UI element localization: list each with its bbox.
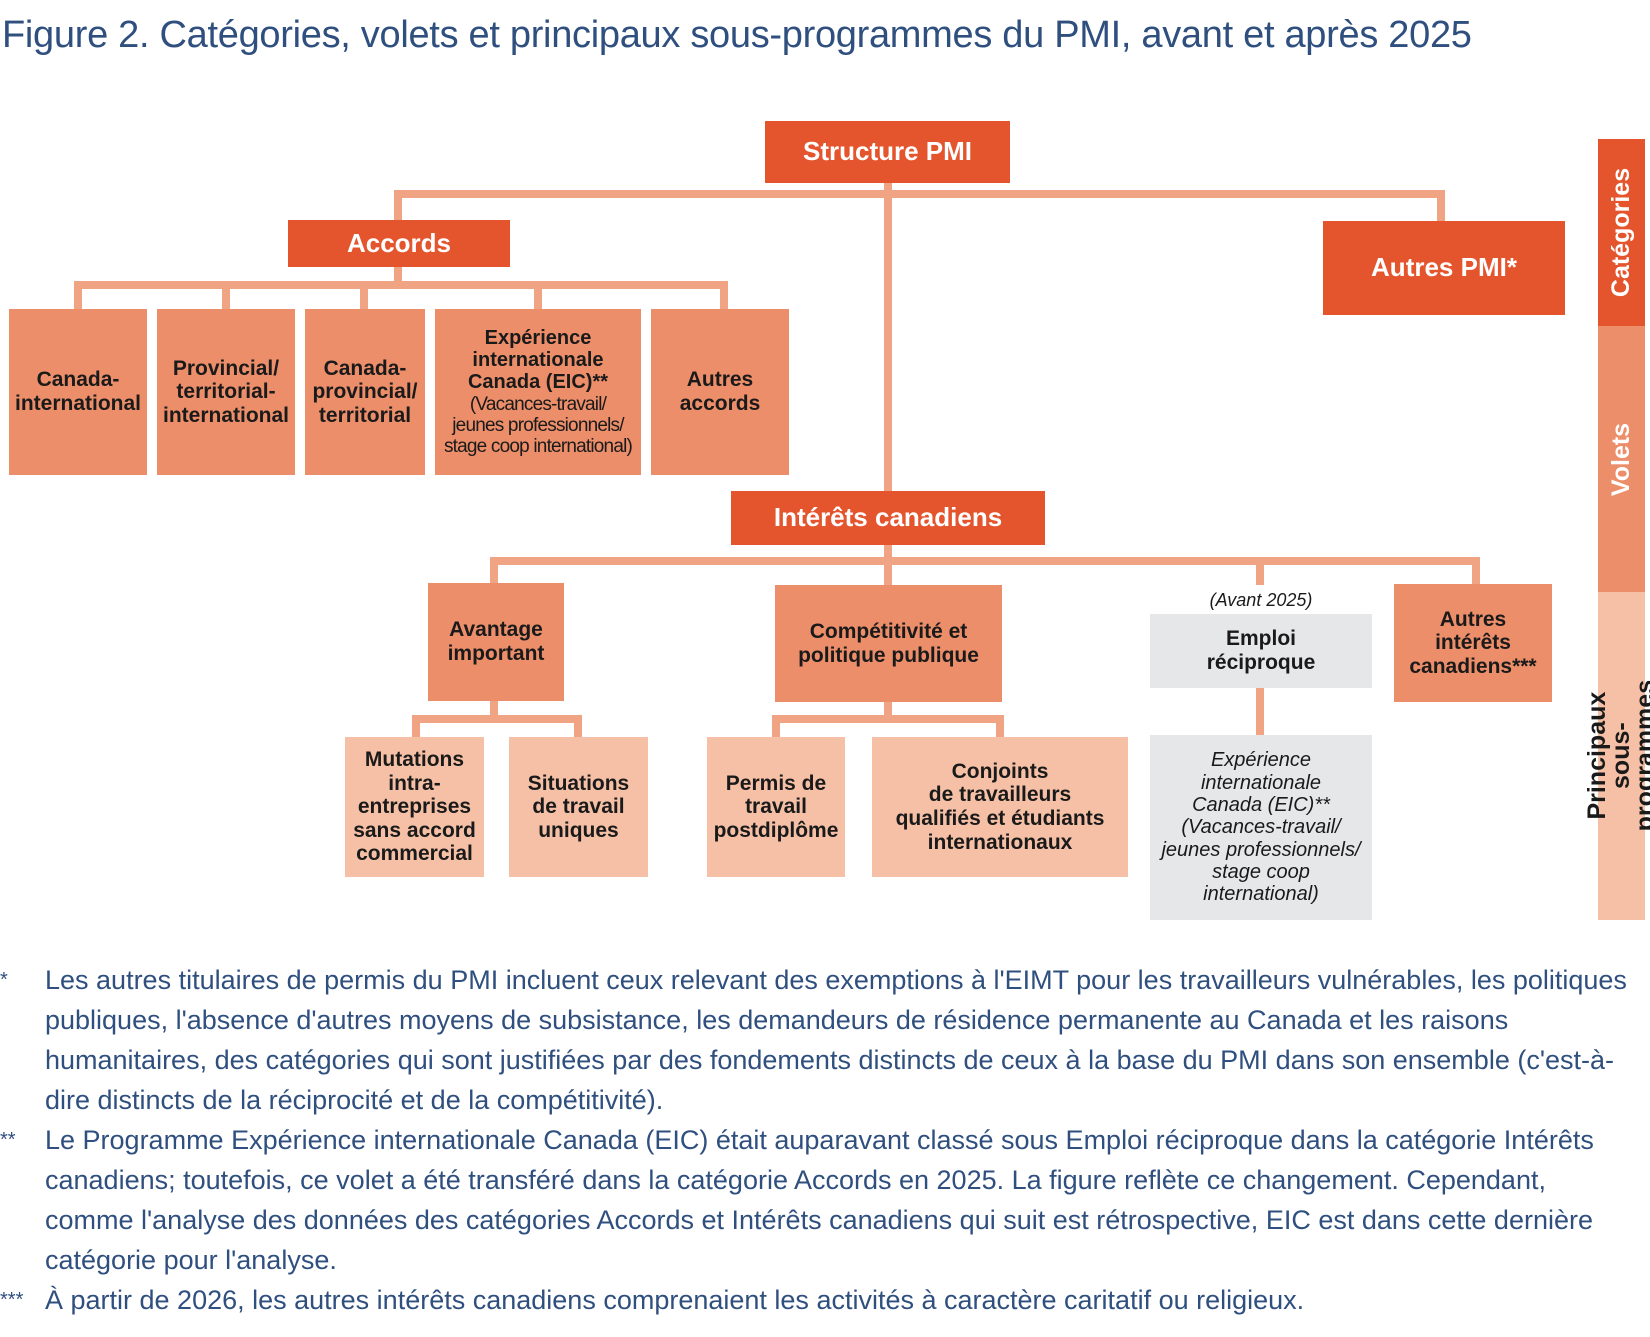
connector bbox=[394, 190, 402, 222]
volet-label: Canada- provincial/ territorial bbox=[312, 356, 418, 427]
figure-title: Figure 2. Catégories, volets et principa… bbox=[2, 14, 1472, 56]
category-accords: Accords bbox=[288, 220, 510, 267]
volet-provincial-territorial-international: Provincial/ territorial- international bbox=[157, 309, 295, 475]
connector bbox=[74, 281, 82, 311]
connector bbox=[1437, 190, 1445, 222]
volet-label: Autres accords bbox=[679, 368, 761, 415]
sp-permis-postdiplome: Permis de travail postdiplôme bbox=[707, 737, 845, 877]
sp-eic-avant-2025: Expérience internationale Canada (EIC)**… bbox=[1150, 735, 1372, 920]
connector bbox=[996, 715, 1004, 737]
volet-autres-interets: Autres intérêts canadiens*** bbox=[1394, 584, 1552, 702]
footnote-mark: ** bbox=[0, 1129, 16, 1151]
volet-avantage-important: Avantage important bbox=[428, 583, 564, 701]
connector bbox=[772, 715, 1004, 723]
footnote-text: Les autres titulaires de permis du PMI i… bbox=[45, 965, 1627, 1115]
volet-emploi-reciproque: Emploi réciproque bbox=[1150, 614, 1372, 688]
connector bbox=[490, 557, 498, 585]
volet-detail: (Vacances-travail/ jeunes professionnels… bbox=[443, 393, 633, 458]
connector bbox=[884, 700, 892, 718]
sp-label: Expérience internationale Canada (EIC)**… bbox=[1161, 749, 1361, 906]
connector bbox=[490, 557, 1480, 565]
connector bbox=[74, 281, 728, 289]
footnote-text: Le Programme Expérience internationale C… bbox=[45, 1125, 1594, 1275]
volet-label: Expérience internationale Canada (EIC)** bbox=[467, 326, 609, 394]
sp-label: Permis de travail postdiplôme bbox=[713, 771, 839, 842]
root-structure-pmi: Structure PMI bbox=[765, 121, 1010, 183]
sp-label: Mutations intra- entreprises sans accord… bbox=[353, 748, 476, 866]
legend-label: Volets bbox=[1607, 422, 1636, 496]
volet-label: Avantage important bbox=[447, 618, 545, 665]
connector bbox=[574, 715, 582, 737]
connector bbox=[1256, 688, 1264, 736]
sp-label: Conjoints de travailleurs qualifiés et é… bbox=[895, 759, 1105, 854]
avant-2025-label: (Avant 2025) bbox=[1209, 590, 1313, 610]
legend-volets: Volets bbox=[1598, 326, 1645, 592]
volet-label: Provincial/ territorial- international bbox=[162, 356, 289, 427]
sp-conjoints: Conjoints de travailleurs qualifiés et é… bbox=[872, 737, 1128, 877]
connector bbox=[490, 700, 498, 718]
volet-eic-accords: Expérience internationale Canada (EIC)**… bbox=[435, 309, 641, 475]
connector bbox=[360, 281, 368, 311]
connector bbox=[222, 281, 230, 311]
legend-categories: Catégories bbox=[1598, 139, 1645, 326]
connector bbox=[394, 190, 1445, 198]
category-interets-canadiens: Intérêts canadiens bbox=[731, 491, 1045, 545]
volet-label: Canada- international bbox=[14, 368, 141, 415]
connector bbox=[884, 182, 892, 492]
volet-label: Autres intérêts canadiens*** bbox=[1409, 607, 1537, 678]
connector bbox=[1472, 557, 1480, 585]
sp-mutations-intra-entreprises: Mutations intra- entreprises sans accord… bbox=[345, 737, 484, 877]
volet-autres-accords: Autres accords bbox=[651, 309, 789, 475]
footnote-mark: * bbox=[0, 969, 8, 991]
connector bbox=[412, 715, 582, 723]
legend-label: Principaux sous-programmes bbox=[1582, 680, 1650, 832]
volet-label: Compétitivité et politique publique bbox=[798, 619, 979, 667]
sp-situations-travail-uniques: Situations de travail uniques bbox=[509, 737, 648, 877]
connector bbox=[720, 281, 728, 311]
connector bbox=[772, 715, 780, 737]
connector bbox=[394, 265, 402, 285]
root-label: Structure PMI bbox=[802, 136, 973, 167]
legend-label: Catégories bbox=[1607, 167, 1635, 298]
category-label: Intérêts canadiens bbox=[773, 502, 1003, 533]
sp-label: Situations de travail uniques bbox=[527, 771, 630, 842]
footnote-text: À partir de 2026, les autres intérêts ca… bbox=[45, 1285, 1305, 1315]
category-label: Accords bbox=[346, 227, 452, 258]
connector bbox=[534, 281, 542, 311]
volet-canada-provincial-territorial: Canada- provincial/ territorial bbox=[305, 309, 425, 475]
category-label: Autres PMI* bbox=[1371, 252, 1517, 283]
volet-competitivite-politique: Compétitivité et politique publique bbox=[775, 585, 1002, 702]
connector bbox=[1256, 557, 1264, 585]
connector bbox=[412, 715, 420, 737]
volet-label: Emploi réciproque bbox=[1206, 627, 1316, 674]
footnote-mark: *** bbox=[0, 1289, 24, 1311]
volet-canada-international: Canada- international bbox=[9, 309, 147, 475]
category-autres-pmi: Autres PMI* bbox=[1323, 221, 1565, 315]
legend-principaux: Principaux sous-programmes bbox=[1583, 592, 1650, 920]
